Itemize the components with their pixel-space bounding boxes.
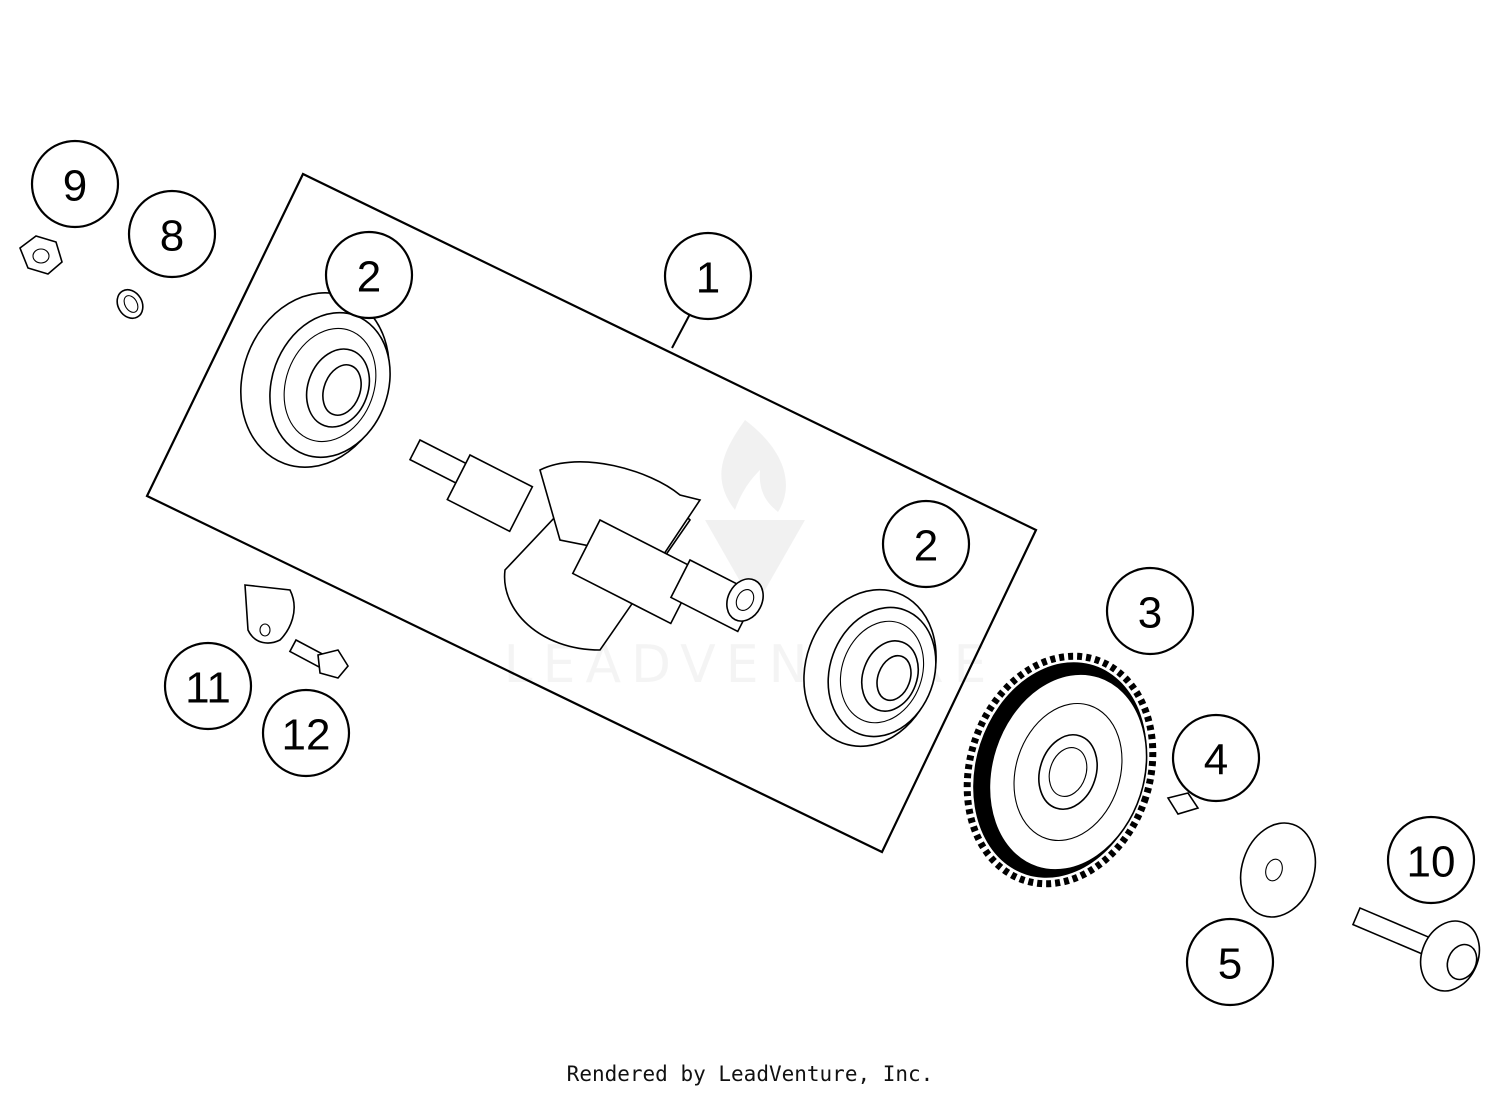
callout-label: 12 bbox=[282, 711, 331, 760]
hex-nut bbox=[19, 235, 63, 275]
callout-4: 4 bbox=[1171, 713, 1261, 803]
callout-label: 3 bbox=[1138, 589, 1162, 638]
timing-gear bbox=[963, 652, 1157, 888]
crankshaft bbox=[408, 438, 764, 651]
callout-5: 5 bbox=[1185, 917, 1275, 1007]
callout-2-right: 2 bbox=[881, 499, 971, 589]
leader-line-1 bbox=[671, 313, 691, 349]
callout-label: 9 bbox=[63, 162, 87, 211]
hex-bolt bbox=[288, 638, 349, 679]
callout-label: 2 bbox=[357, 253, 381, 302]
callout-label: 2 bbox=[914, 522, 938, 571]
ball-bearing-right bbox=[803, 588, 937, 748]
callout-12: 12 bbox=[261, 688, 351, 778]
callout-9: 9 bbox=[30, 139, 120, 229]
kit-outline bbox=[145, 172, 1038, 854]
callout-10: 10 bbox=[1386, 815, 1476, 905]
callout-8: 8 bbox=[127, 189, 217, 279]
callout-label: 4 bbox=[1204, 736, 1228, 785]
callout-2-left: 2 bbox=[324, 230, 414, 320]
callout-label: 11 bbox=[185, 664, 231, 713]
callout-label: 1 bbox=[696, 254, 720, 303]
flange-bolt bbox=[1351, 906, 1481, 992]
lock-washer bbox=[116, 288, 144, 320]
callout-label: 5 bbox=[1218, 940, 1242, 989]
footer-credit: Rendered by LeadVenture, Inc. bbox=[566, 1062, 934, 1086]
woodruff-key bbox=[1166, 792, 1200, 815]
callout-1: 1 bbox=[663, 231, 753, 321]
callout-label: 8 bbox=[160, 212, 184, 261]
callout-11: 11 bbox=[163, 641, 253, 731]
ball-bearing-left bbox=[240, 292, 391, 468]
thrust-washer bbox=[1239, 822, 1317, 918]
callout-label: 10 bbox=[1407, 838, 1456, 887]
callout-3: 3 bbox=[1105, 566, 1195, 656]
mounting-bracket bbox=[244, 584, 295, 644]
